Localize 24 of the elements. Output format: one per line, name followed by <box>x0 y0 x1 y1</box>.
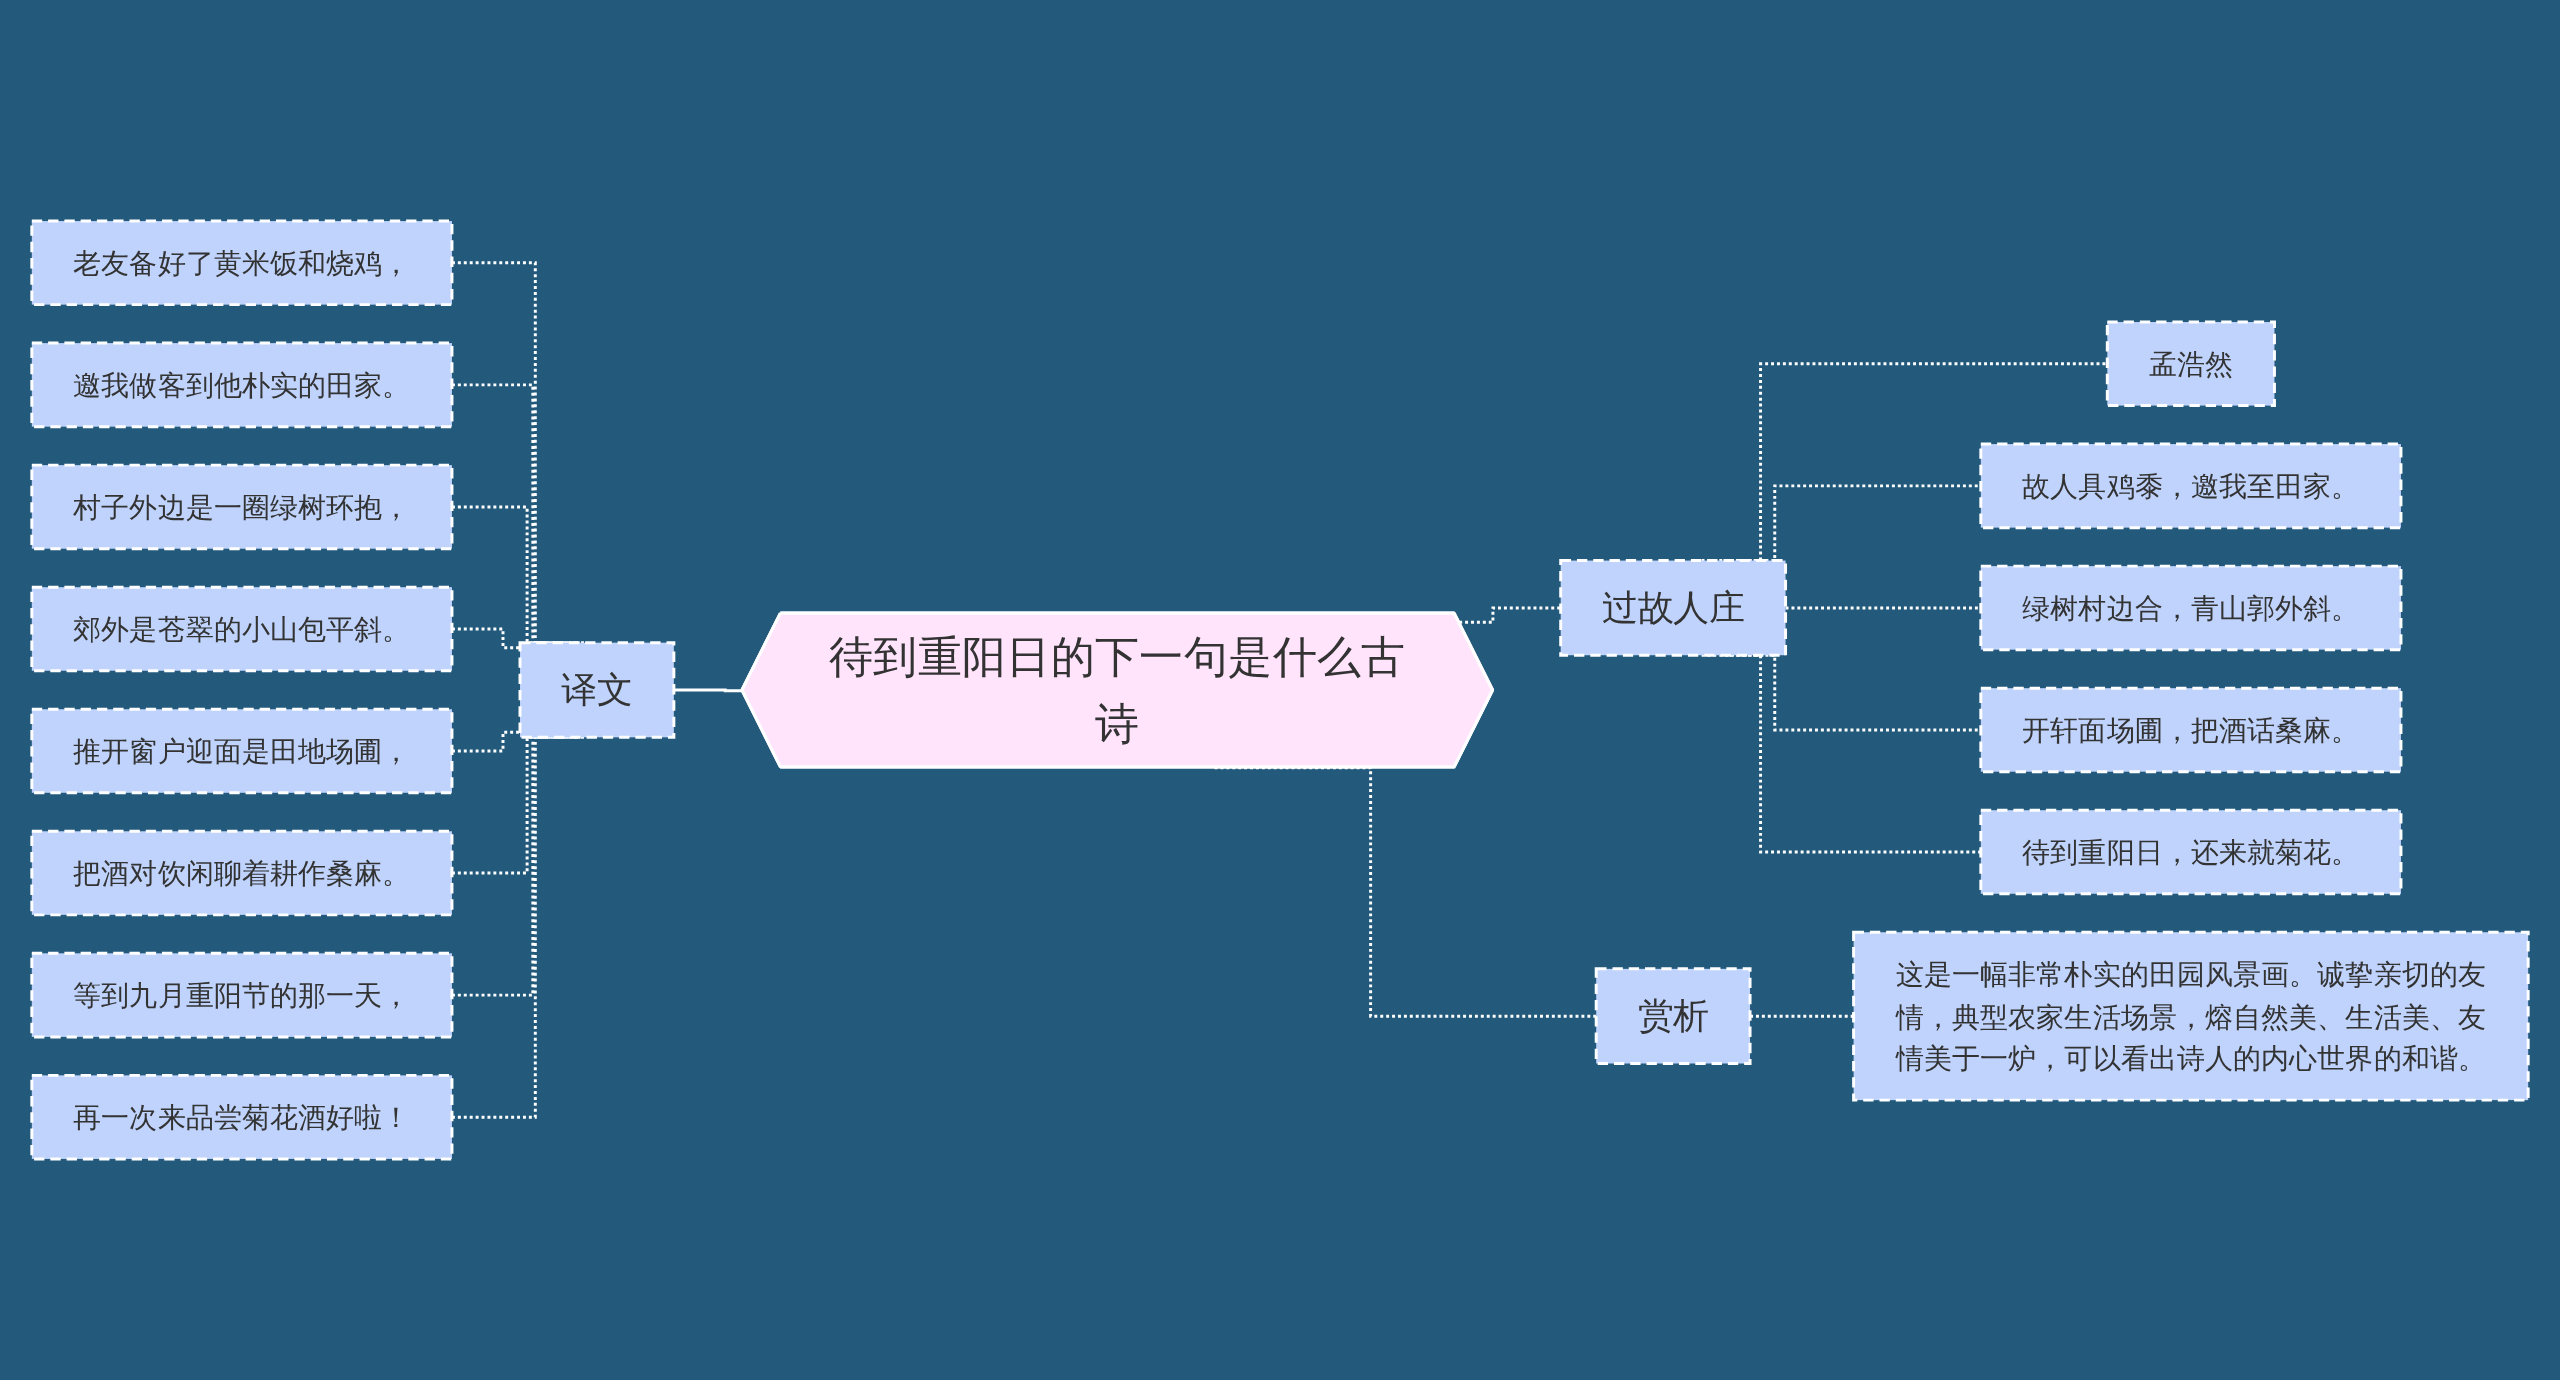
node-box: 过故人庄 <box>1559 559 1788 657</box>
node-box: 绿树村边合，青山郭外斜。 <box>1979 564 2403 652</box>
node-box: 待到重阳日，还来就菊花。 <box>1979 808 2403 896</box>
connector <box>451 627 520 650</box>
node-box: 邀我做客到他朴实的田家。 <box>30 341 454 429</box>
node-box: 这是一幅非常朴实的田园风景画。诚挚亲切的友情，典型农家生活场景，熔自然美、生活美、友情美于一炉，可以看出诗人的内心世界的和谐。 <box>1852 930 2530 1102</box>
node-box: 开轩面场圃，把酒话桑麻。 <box>1979 686 2403 774</box>
node-box: 村子外边是一圈绿树环抱， <box>30 463 454 551</box>
node-box: 赏析 <box>1594 967 1752 1065</box>
node-box: 译文 <box>518 641 676 739</box>
node-box: 老友备好了黄米饭和烧鸡， <box>30 219 454 307</box>
connector <box>673 688 743 693</box>
connector <box>1214 766 1597 1018</box>
node-box: 等到九月重阳节的那一天， <box>30 951 454 1039</box>
node-box: 推开窗户迎面是田地场圃， <box>30 707 454 795</box>
node-box: 再一次来品尝菊花酒好啦！ <box>30 1073 454 1161</box>
connector <box>1750 1014 1854 1018</box>
node-box: 郊外是苍翠的小山包平斜。 <box>30 585 454 673</box>
connector <box>1785 606 1981 610</box>
connector <box>1459 606 1561 624</box>
connector <box>451 730 520 753</box>
node-box: 故人具鸡黍，邀我至田家。 <box>1979 442 2403 530</box>
node-box: 孟浩然 <box>2105 320 2276 408</box>
node-box: 把酒对饮闲聊着耕作桑麻。 <box>30 829 454 917</box>
